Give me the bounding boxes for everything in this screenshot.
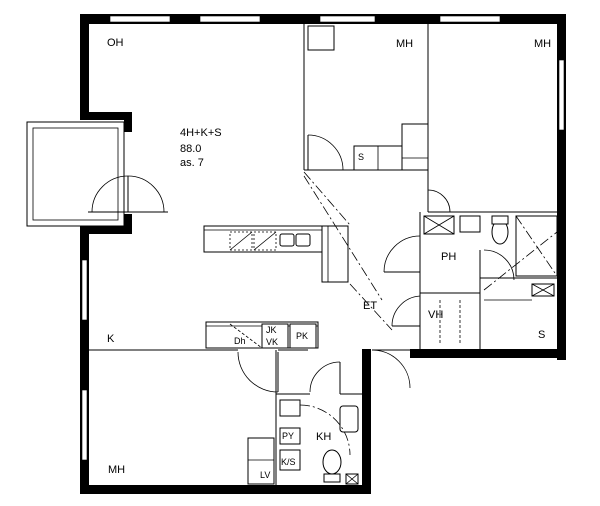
room-label-sauna: S: [538, 329, 545, 341]
room-label-k: K: [107, 333, 115, 345]
ceiling-lines: [303, 171, 393, 331]
fixture-label-pk: PK: [296, 331, 308, 341]
room-label-mh-top-right: MH: [534, 38, 551, 50]
room-label-et: ET: [363, 300, 377, 312]
balcony-door[interactable]: [88, 175, 168, 213]
fixture-label-vk: VK: [266, 337, 278, 347]
room-label-vh: VH: [428, 309, 443, 321]
bathroom-fixtures: [247, 215, 558, 485]
windows: [81, 15, 565, 461]
room-label-mh-top-middle: MH: [396, 38, 413, 50]
doors[interactable]: [237, 134, 515, 394]
fixture-label-dw: Dh: [234, 336, 246, 346]
room-label-kh: KH: [316, 431, 331, 443]
fixture-label-jk: JK: [266, 325, 277, 335]
interior-walls: [89, 24, 557, 485]
fixture-label-py: PY: [282, 431, 294, 441]
room-label-oh: OH: [107, 37, 124, 49]
apartment-unit: as. 7: [180, 157, 204, 169]
fixture-label-lv: LV: [260, 470, 270, 480]
fixture-label-ks: K/S: [281, 457, 296, 467]
closet-label-s: S: [358, 152, 364, 162]
room-label-mh-bottom-left: MH: [108, 464, 125, 476]
room-label-ph: PH: [441, 251, 456, 263]
apartment-type: 4H+K+S: [180, 127, 222, 139]
kitchen-counters: [203, 225, 349, 349]
balcony: [26, 121, 125, 227]
apartment-area: 88.0: [180, 143, 201, 155]
